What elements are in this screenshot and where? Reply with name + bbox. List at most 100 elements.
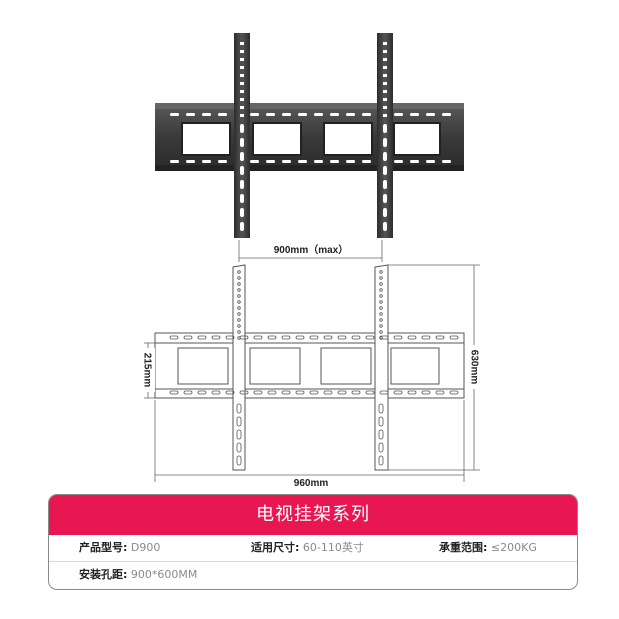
arm-hole — [383, 66, 387, 69]
plate-slot — [281, 390, 291, 395]
arm-hole — [240, 114, 244, 117]
plate-slot — [442, 160, 451, 163]
plate-slot — [421, 335, 431, 340]
plate-slot — [449, 335, 459, 340]
spec-item-hole-spacing: 安装孔距: 900*600MM — [79, 562, 197, 588]
arm-slot — [378, 429, 384, 440]
arm-hole — [383, 98, 387, 101]
arm-slot — [383, 166, 387, 175]
plate-slot — [435, 390, 445, 395]
arm-hole — [240, 50, 244, 53]
plate-slot — [253, 390, 263, 395]
plate-slot — [362, 160, 371, 163]
arm-hole — [383, 114, 387, 117]
arm-hole — [237, 276, 241, 280]
plate-slot — [346, 113, 355, 116]
plate-slot — [225, 390, 235, 395]
plate-slot — [351, 335, 361, 340]
plate-slot — [239, 390, 249, 395]
arm-slot — [383, 208, 387, 217]
plate-slot — [211, 335, 221, 340]
plate-slot — [362, 113, 371, 116]
arm-hole — [240, 98, 244, 101]
plate-slot — [266, 160, 275, 163]
arm-hole — [237, 300, 241, 304]
plate-slot — [323, 335, 333, 340]
plate-slot — [407, 390, 417, 395]
plate-slot — [365, 390, 375, 395]
arm-hole — [240, 66, 244, 69]
plate-slot — [323, 390, 333, 395]
arm-hole — [237, 270, 241, 274]
arm-slot — [378, 442, 384, 453]
arm-hole — [240, 82, 244, 85]
plate-slot — [267, 335, 277, 340]
arm-hole — [240, 74, 244, 77]
plate-slot — [186, 113, 195, 116]
max-spacing-label: 900mm（max） — [274, 243, 348, 256]
arm-hole — [383, 106, 387, 109]
plate-slot — [202, 113, 211, 116]
arm-slot — [383, 152, 387, 161]
spec-key: 安装孔距: — [79, 568, 128, 581]
arm-hole — [383, 42, 387, 45]
plate-slot — [337, 390, 347, 395]
arm-hole — [237, 306, 241, 310]
arm-slot — [240, 138, 244, 147]
plate-slot — [266, 113, 275, 116]
plate-slot — [253, 335, 263, 340]
arm-hole — [379, 300, 383, 304]
spec-key: 承重范围: — [439, 541, 488, 554]
arm-slot — [236, 416, 242, 427]
arm-hole — [379, 294, 383, 298]
arm-slot — [383, 180, 387, 189]
plate-slot — [170, 160, 179, 163]
arm-slot — [378, 455, 384, 466]
arm-hole — [237, 312, 241, 316]
spec-item-size: 适用尺寸: 60-110英寸 — [251, 535, 364, 561]
spec-card-title: 电视挂架系列 — [49, 495, 577, 535]
plate-slot — [309, 390, 319, 395]
plate-slot — [250, 160, 259, 163]
plate-slot — [314, 160, 323, 163]
arm-hole — [379, 282, 383, 286]
plate-slot — [337, 335, 347, 340]
plate-slot — [183, 390, 193, 395]
arm-hole — [383, 58, 387, 61]
plate-slot — [365, 335, 375, 340]
total-width-label: 960mm — [294, 478, 329, 489]
arm-hole — [240, 90, 244, 93]
plate-slot — [407, 335, 417, 340]
arm-slot — [240, 166, 244, 175]
plate-slot — [426, 160, 435, 163]
plate-slot — [169, 335, 179, 340]
arm-hole — [379, 324, 383, 328]
plate-slot — [218, 113, 227, 116]
plate-slot — [295, 390, 305, 395]
arm-slot — [378, 416, 384, 427]
arm-hole — [237, 294, 241, 298]
arm-hole — [383, 82, 387, 85]
arm-hole — [379, 318, 383, 322]
arm-hole — [379, 330, 383, 334]
plate-slot — [282, 160, 291, 163]
arm-slot — [236, 429, 242, 440]
plate-slot — [421, 390, 431, 395]
arm-slot — [240, 222, 244, 231]
arm-hole — [379, 276, 383, 280]
plate-slot — [393, 335, 403, 340]
plate-slot — [211, 390, 221, 395]
spec-item-load: 承重范围: ≤200KG — [439, 535, 537, 561]
arm-hole — [237, 324, 241, 328]
plate-height-label: 215mm — [142, 353, 153, 388]
plate-slot — [281, 335, 291, 340]
arm-hole — [379, 312, 383, 316]
spec-row: 安装孔距: 900*600MM — [49, 562, 577, 588]
plate-slot — [435, 335, 445, 340]
plate-slot — [197, 335, 207, 340]
spec-card: 电视挂架系列 产品型号: D900 适用尺寸: 60-110英寸 承重范围: ≤… — [48, 494, 578, 590]
plate-slot — [442, 113, 451, 116]
plate-slot — [170, 113, 179, 116]
arm-hole — [379, 270, 383, 274]
